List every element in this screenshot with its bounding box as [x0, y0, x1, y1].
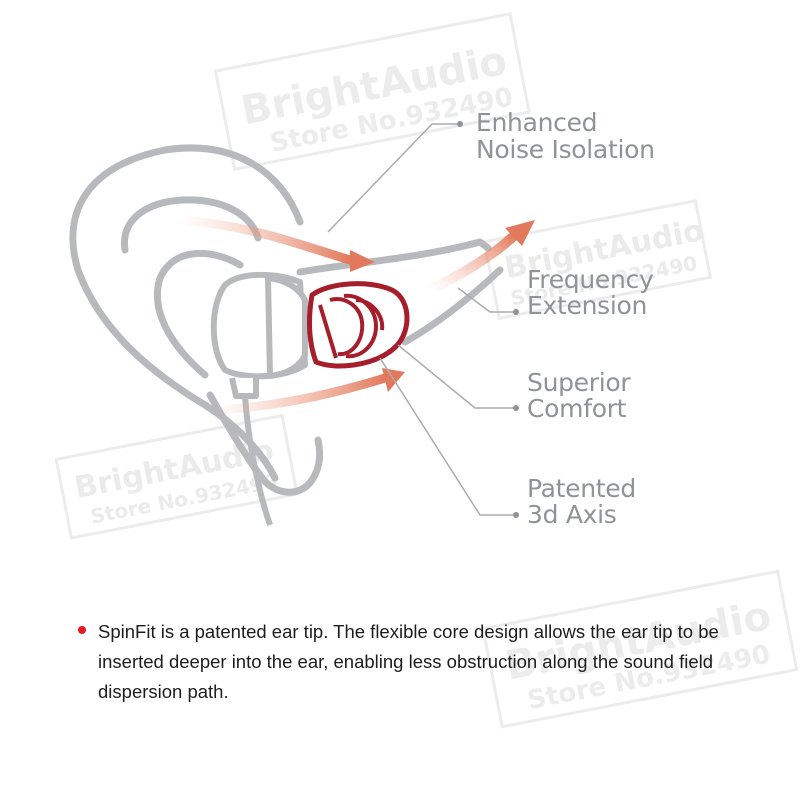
- watermark-bottom: BrightAudio Store No.932490: [481, 569, 799, 729]
- feature-label-noise-isolation: Enhanced Noise Isolation: [476, 108, 655, 164]
- feature-line2: Comfort: [527, 394, 627, 423]
- leader-dots: [457, 121, 519, 518]
- feature-label-superior-comfort: Superior Comfort: [527, 368, 632, 423]
- arrow-right-head: [505, 220, 535, 246]
- feature-label-frequency-extension: Frequency Extension: [527, 265, 654, 320]
- feature-line1: Patented: [527, 474, 636, 503]
- feature-label-patented-3d-axis: Patented 3d Axis: [527, 474, 636, 529]
- arrow-lower: [205, 373, 390, 415]
- feature-line2: Noise Isolation: [476, 135, 655, 164]
- bullet-icon: [78, 626, 86, 634]
- arrow-right: [425, 230, 520, 295]
- arrow-upper: [175, 215, 355, 265]
- arrow-upper-head: [350, 250, 375, 272]
- description-block: SpinFit is a patented ear tip. The flexi…: [78, 617, 778, 707]
- ear-tip-diagram: BrightAudio Store No.932490 BrightAudio …: [54, 12, 713, 540]
- leader-lines: [327, 123, 514, 516]
- feature-line1: Superior: [527, 368, 631, 397]
- earphone-body: [210, 271, 308, 526]
- feature-line1: Frequency: [527, 265, 654, 294]
- feature-line1: Enhanced: [476, 108, 597, 137]
- feature-line2: 3d Axis: [527, 500, 617, 529]
- sound-arrows: [175, 215, 535, 415]
- description-text: SpinFit is a patented ear tip. The flexi…: [98, 621, 719, 702]
- ear-outline: [69, 144, 504, 496]
- ear-tip: [306, 281, 410, 369]
- feature-line2: Extension: [527, 291, 647, 320]
